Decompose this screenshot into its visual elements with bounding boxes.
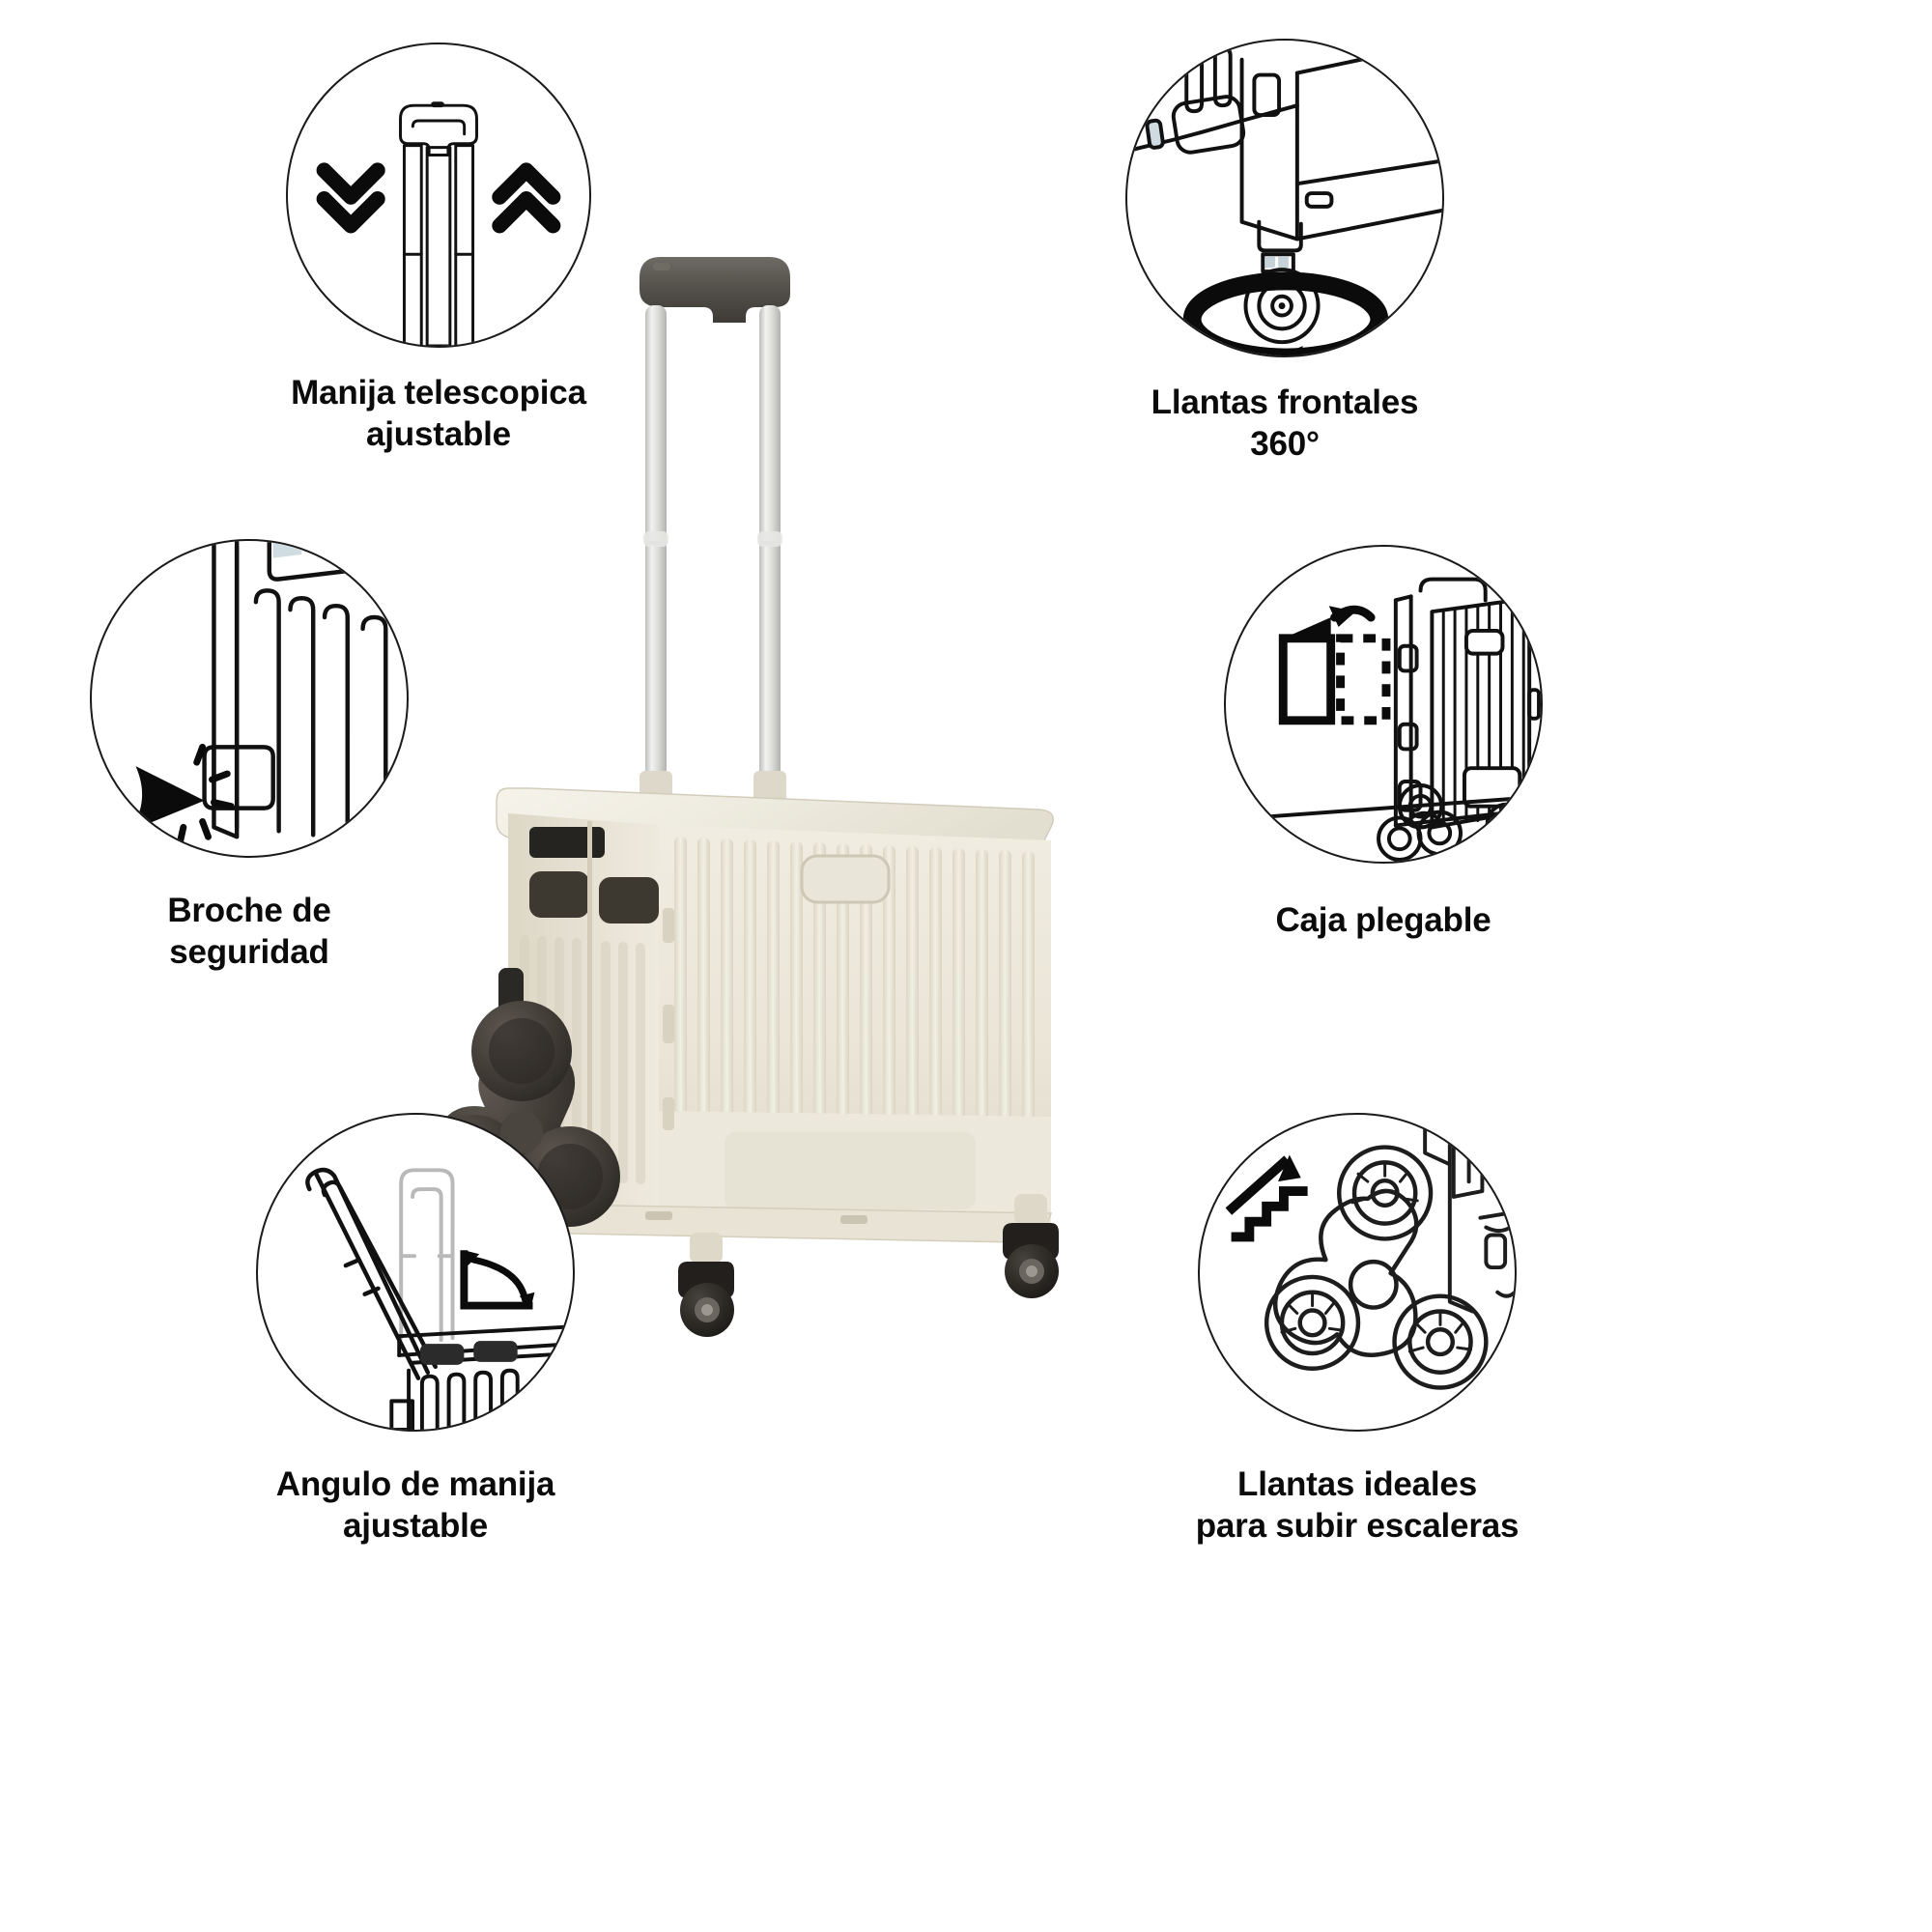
crate-top-latch [529, 827, 605, 858]
product-image [415, 242, 1130, 1372]
telescopic-handle-icon [286, 43, 591, 348]
feature-handle-angle: Angulo de manija ajustable [193, 1113, 638, 1547]
handle-angle-icon [256, 1113, 575, 1432]
handle-grip [639, 257, 790, 323]
chevron-double-up-icon [492, 162, 561, 234]
feature-handle-telescopic: Manija telescopica ajustable [236, 43, 641, 455]
up-arrow-head-icon [1278, 1154, 1301, 1182]
feature-stair-wheels-label: Llantas ideales para subir escaleras [1195, 1465, 1520, 1545]
handle-tube-right [759, 305, 781, 794]
caster-wheel-front-left [678, 1233, 734, 1337]
foldable-box-icon [1224, 545, 1543, 864]
click-arrow-icon [129, 766, 205, 832]
handle-tilted [305, 1167, 438, 1380]
safety-clip-click-icon [90, 539, 409, 858]
feature-foldable-box: Caja plegable [1142, 545, 1625, 942]
crate-window-left [529, 871, 589, 918]
feature-foldable-box-label: Caja plegable [1275, 901, 1492, 939]
feature-safety-clip: Broche de seguridad [46, 539, 452, 973]
tri-star-stair-wheel-icon [1198, 1113, 1517, 1432]
feature-stair-wheels: Llantas ideales para subir escaleras [1087, 1113, 1628, 1547]
fold-pictogram-icon [1278, 605, 1391, 725]
feature-safety-clip-label: Broche de seguridad [167, 892, 331, 971]
rotation-arrow-icon [1182, 271, 1389, 355]
feature-front-casters: Llantas frontales 360° [1034, 39, 1536, 465]
feature-handle-angle-label: Angulo de manija ajustable [275, 1465, 555, 1545]
feature-handle-telescopic-label: Manija telescopica ajustable [291, 374, 586, 453]
handle-tube-left [645, 305, 667, 794]
feature-front-casters-label: Llantas frontales 360° [1151, 384, 1419, 463]
caster-wheel-front-right [1003, 1194, 1059, 1298]
crate-hand-hole [800, 854, 891, 904]
angle-arc-icon [460, 1250, 535, 1310]
crate-window-right [599, 877, 659, 923]
chevron-double-down-icon [316, 162, 385, 234]
stairs-up-arrow-icon [1225, 1155, 1308, 1242]
swivel-caster-360-icon [1125, 39, 1444, 357]
